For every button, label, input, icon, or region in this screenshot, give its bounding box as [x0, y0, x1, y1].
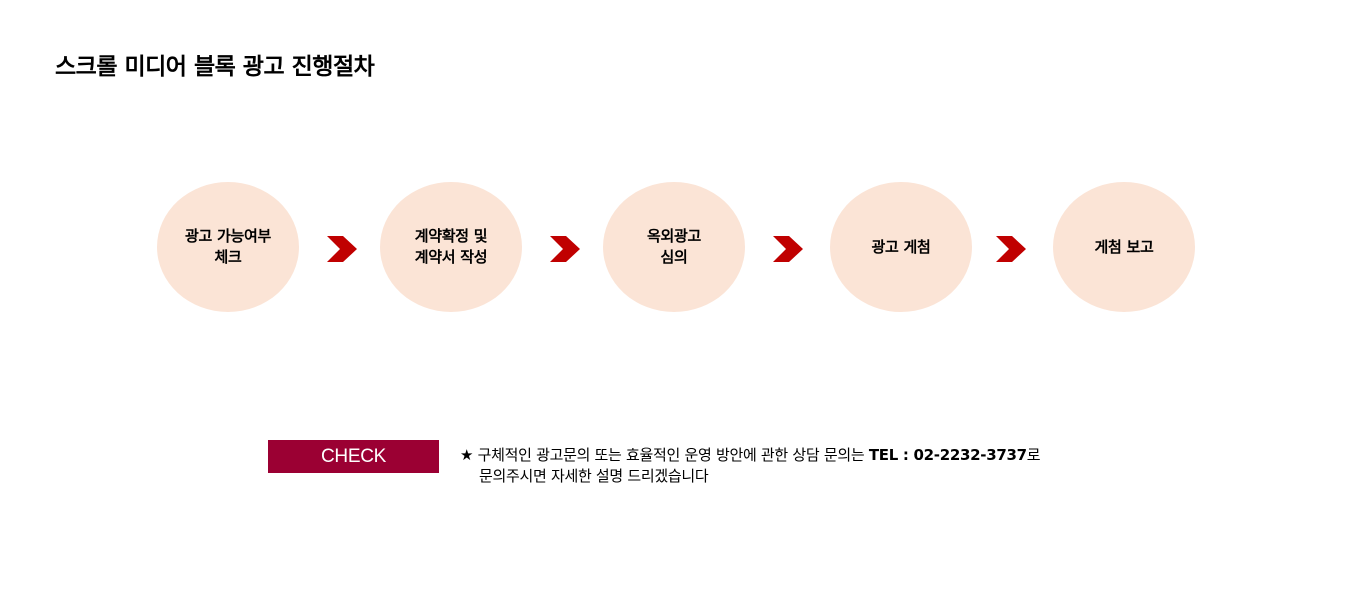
- step-5-report: 게첨 보고: [1053, 182, 1195, 312]
- step-2-contract: 계약확정 및 계약서 작성: [380, 182, 522, 312]
- chevron-right-icon: [327, 236, 357, 262]
- chevron-right-icon: [996, 236, 1026, 262]
- notice-line-1: ★ 구체적인 광고문의 또는 효율적인 운영 방안에 관한 상담 문의는 TEL…: [460, 445, 1041, 466]
- contact-notice: ★ 구체적인 광고문의 또는 효율적인 운영 방안에 관한 상담 문의는 TEL…: [460, 445, 1041, 487]
- check-badge: CHECK: [268, 440, 439, 473]
- step-1-line-2: 체크: [214, 248, 242, 266]
- step-3-line-2: 심의: [660, 248, 688, 266]
- star-icon: ★: [460, 446, 474, 464]
- notice-line-2: 문의주시면 자세한 설명 드리겠습니다: [479, 467, 709, 485]
- step-3-review: 옥외광고 심의: [603, 182, 745, 312]
- step-5-line-1: 게첨 보고: [1094, 237, 1154, 256]
- notice-text: 구체적인 광고문의 또는 효율적인 운영 방안에 관한 상담 문의는: [473, 446, 869, 464]
- chevron-right-icon: [550, 236, 580, 262]
- page-title: 스크롤 미디어 블록 광고 진행절차: [55, 54, 375, 80]
- step-1-availability-check: 광고 가능여부 체크: [157, 182, 299, 312]
- step-1-line-1: 광고 가능여부: [185, 227, 271, 245]
- step-2-line-2: 계약서 작성: [414, 248, 488, 266]
- step-4-line-1: 광고 게첨: [871, 237, 931, 256]
- phone-number: TEL : 02-2232-3737: [868, 446, 1027, 464]
- step-4-posting: 광고 게첨: [830, 182, 972, 312]
- chevron-right-icon: [773, 236, 803, 262]
- step-2-line-1: 계약확정 및: [414, 227, 488, 245]
- step-3-line-1: 옥외광고: [646, 227, 701, 245]
- notice-suffix: 로: [1026, 446, 1041, 464]
